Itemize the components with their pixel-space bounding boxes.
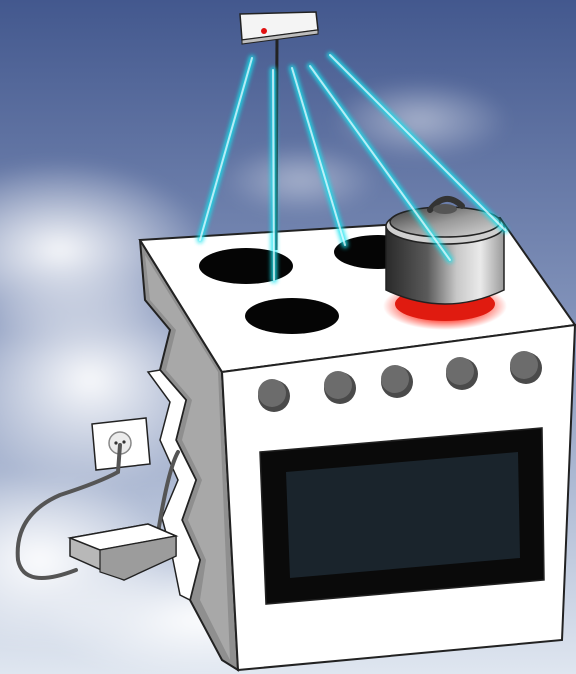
burner-front-left [245, 298, 339, 334]
oven-window [286, 452, 520, 578]
sensor-led [261, 28, 267, 34]
burner-rear-left [199, 248, 293, 284]
